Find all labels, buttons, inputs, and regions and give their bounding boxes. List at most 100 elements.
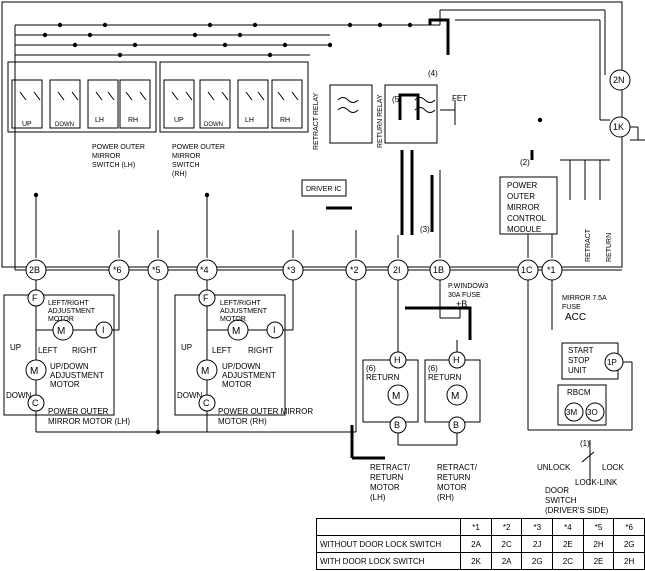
switch-rh-caption-2: MIRROR [172, 153, 200, 160]
connector-circles [25, 259, 563, 281]
retract-rh-caption-2: RETURN [437, 473, 471, 482]
fuse-window-label-1: P.WINDOW3 [448, 283, 488, 290]
switch-lh-caption-1: POWER OUTER [92, 144, 145, 151]
switch-rh-caption-3: SWITCH [172, 162, 200, 169]
step-1-label: (1) [580, 439, 590, 448]
motor-lh-ud-label-1: UP/DOWN [50, 362, 89, 371]
motor-lh-caption-1: POWER OUTER [48, 407, 109, 416]
control-module: POWER OUTER MIRROR CONTROL MODULE RETRAC… [499, 159, 613, 262]
motor-lh-down-label: DOWN [6, 391, 32, 400]
switch-lh-up-label: UP [22, 121, 32, 128]
legend-header-6: *6 [613, 518, 645, 536]
mirror-switch-lh: UP DOWN LH RH POWER OUTER MIRROR SWITCH … [7, 61, 157, 169]
retract-rh-caption-1: RETRACT/ [437, 463, 478, 472]
step-2-label: (2) [520, 158, 530, 167]
legend-row-without-lock: WITHOUT DOOR LOCK SWITCH 2A 2C 2J 2E 2H … [315, 535, 645, 553]
motor-lh-right-label: RIGHT [72, 346, 97, 355]
legend-cell: 2E [582, 552, 615, 570]
start-stop-unit: START STOP UNIT 1P [561, 342, 624, 380]
motor-common-wire [35, 280, 357, 435]
switch-lh-lh-label: LH [95, 117, 104, 124]
module-return-label: RETURN [606, 233, 613, 262]
door-switch: UNLOCK LOCK LOCK-LINK DOOR SWITCH (DRIVE… [537, 440, 624, 515]
legend-row-label: WITH DOOR LOCK SWITCH [315, 552, 462, 570]
motor-lh-ud-label-2: ADJUSTMENT [50, 371, 104, 380]
step-3-label: (3) [420, 225, 430, 234]
connector-1c: 1C [521, 265, 533, 275]
top-bus-wires [14, 9, 610, 270]
motor-rh-lr-label-2: ADJUSTMENT [220, 308, 268, 315]
connector-h-lh: H [394, 355, 401, 365]
retract-rh-return-label: RETURN [428, 373, 462, 382]
switch-lh-caption-2: MIRROR [92, 153, 120, 160]
motor-lh-lr-label-1: LEFT/RIGHT [48, 300, 90, 307]
legend-header-1: *1 [460, 518, 492, 536]
connector-i-lh: I [102, 325, 105, 335]
connector-1: *1 [547, 265, 556, 275]
legend-header-row: *1 *2 *3 *4 *5 *6 [315, 518, 645, 536]
connector-h-rh: H [453, 355, 460, 365]
door-switch-caption-2: SWITCH [545, 496, 577, 505]
legend-cell: 2A [460, 535, 492, 553]
motor-lh-lr-symbol: M [57, 326, 65, 337]
connector-6: *6 [113, 265, 122, 275]
retract-motor-lh: H M B (6) RETURN RETRACT/ RETURN MOTOR (… [362, 280, 419, 502]
legend-header-4: *4 [552, 518, 584, 536]
motor-rh-right-label: RIGHT [248, 346, 273, 355]
motor-rh-up-label: UP [181, 343, 192, 352]
motor-rh-caption-1: POWER OUTER MIRROR [218, 407, 313, 416]
legend-cell: 2C [490, 535, 523, 553]
start-stop-label-2: STOP [568, 356, 590, 365]
connector-c-rh: C [203, 398, 210, 408]
switch-rh-caption-1: POWER OUTER [172, 144, 225, 151]
legend-cell: 2K [460, 552, 492, 570]
retract-relay-label: RETRACT RELAY [313, 92, 320, 150]
connector-3m: 3M [566, 408, 577, 417]
motor-rh-ud-label-1: UP/DOWN [222, 362, 261, 371]
current-flow-arrows [326, 18, 534, 460]
motor-rh-lr-symbol: M [232, 326, 240, 337]
connector-3o: 3O [587, 408, 598, 417]
connector-4: *4 [200, 265, 209, 275]
driver-ic-label: DRIVER IC [306, 186, 341, 193]
connector-2b: 2B [29, 265, 40, 275]
retract-lh-caption-3: MOTOR [370, 483, 400, 492]
connector-b-lh: B [394, 420, 400, 430]
module-label-4: CONTROL [507, 214, 547, 223]
connector-2: *2 [350, 265, 359, 275]
switch-lh-caption-3: SWITCH (LH) [92, 162, 135, 169]
right-connectors: 2N 1K [609, 69, 645, 141]
module-retract-label: RETRACT [585, 228, 592, 262]
switch-lh-rh-label: RH [128, 117, 138, 124]
mirror-motor-lh: F I C M M LEFT/RIGHT ADJUSTMENT MOTOR LE… [3, 280, 130, 426]
rbcm-unit: RBCM 3M 3O [527, 280, 633, 431]
fuse-mirror: MIRROR 7.5A FUSE ACC [551, 280, 607, 330]
switch-rh-down-label: DOWN [204, 122, 223, 128]
door-lock-label: LOCK [602, 463, 624, 472]
switch-rh-up-label: UP [174, 117, 184, 124]
legend-header-2: *2 [490, 518, 523, 536]
module-label-3: MIRROR [507, 203, 540, 212]
module-label-5: MODULE [507, 225, 541, 234]
connector-2n: 2N [613, 75, 625, 85]
door-lock-link-label: LOCK-LINK [575, 478, 618, 487]
connector-1p: 1P [607, 358, 617, 367]
connector-5: *5 [152, 265, 161, 275]
motor-lh-ud-symbol: M [30, 366, 38, 377]
connector-2i: 2I [393, 265, 401, 275]
connector-i-rh: I [273, 325, 276, 335]
legend-cell: 2G [521, 552, 554, 570]
connector-1b: 1B [433, 265, 444, 275]
connector-f-lh: F [32, 293, 38, 303]
motor-lh-lr-label-2: ADJUSTMENT [48, 308, 96, 315]
start-stop-label-1: START [568, 346, 594, 355]
switch-rh-lh-label: LH [245, 117, 254, 124]
motor-rh-lr-label-1: LEFT/RIGHT [220, 300, 262, 307]
switch-rh-rh-label: RH [280, 117, 290, 124]
step-5-label: (5) [392, 95, 402, 104]
fuse-window-label-2: 30A FUSE [448, 292, 481, 299]
motor-rh-down-label: DOWN [177, 391, 203, 400]
start-stop-label-3: UNIT [568, 366, 587, 375]
motor-rh-ud-symbol: M [201, 366, 209, 377]
